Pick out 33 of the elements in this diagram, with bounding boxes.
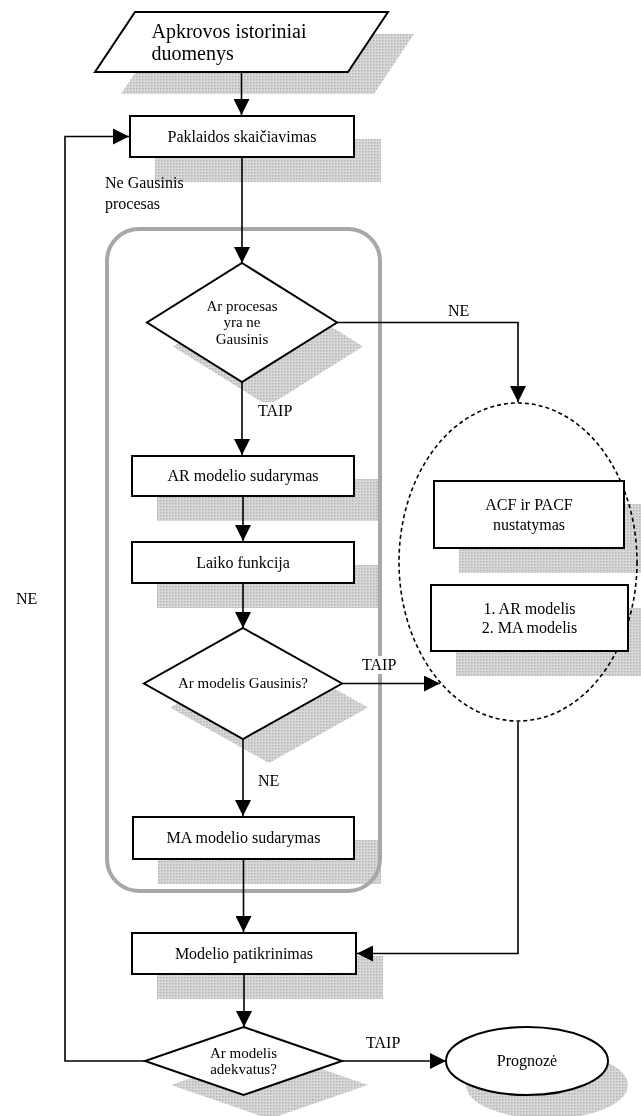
arrow (356, 721, 519, 962)
process-box: Paklaidos skaičiavimas (129, 115, 355, 158)
process-box: AR modelio sudarymas (131, 455, 355, 497)
process-box: MA modelio sudarymas (132, 816, 355, 860)
decision-diamond (147, 263, 337, 382)
arrow (234, 381, 250, 456)
arrow (235, 738, 251, 817)
decision-diamond (144, 628, 342, 739)
group-heading: Ne Gausinis procesas (105, 173, 185, 215)
process-box: 1. AR modelis 2. MA modelis (430, 584, 629, 652)
edge-label: TAIP (360, 656, 399, 674)
arrow (341, 675, 441, 692)
decision-text: Ar modelis Gausinis? (177, 675, 309, 692)
node-text: Apkrovos istoriniai duomenys (150, 20, 308, 64)
arrow (235, 859, 252, 933)
decision-text: Ar modelis adekvatus? (208, 1044, 279, 1078)
arrow (235, 583, 251, 629)
dashed-ellipse (398, 402, 638, 722)
decision-text: Ar procesas yra ne Gausinis (205, 297, 279, 348)
decision-diamond (145, 1027, 342, 1095)
data-parallelogram (95, 12, 388, 72)
arrow (233, 71, 250, 116)
process-box: ACF ir PACF nustatymas (433, 480, 625, 549)
process-box: Modelio patikrinimas (131, 932, 357, 975)
process-box: Laiko funkcija (131, 541, 355, 584)
arrow (64, 128, 146, 1062)
arrow (336, 321, 526, 403)
arrow (341, 1053, 447, 1069)
arrow (235, 496, 251, 542)
terminal-ellipse (446, 1027, 608, 1095)
node-text: Prognozė (495, 1052, 559, 1070)
arrow (234, 157, 250, 264)
arrow (236, 974, 252, 1028)
